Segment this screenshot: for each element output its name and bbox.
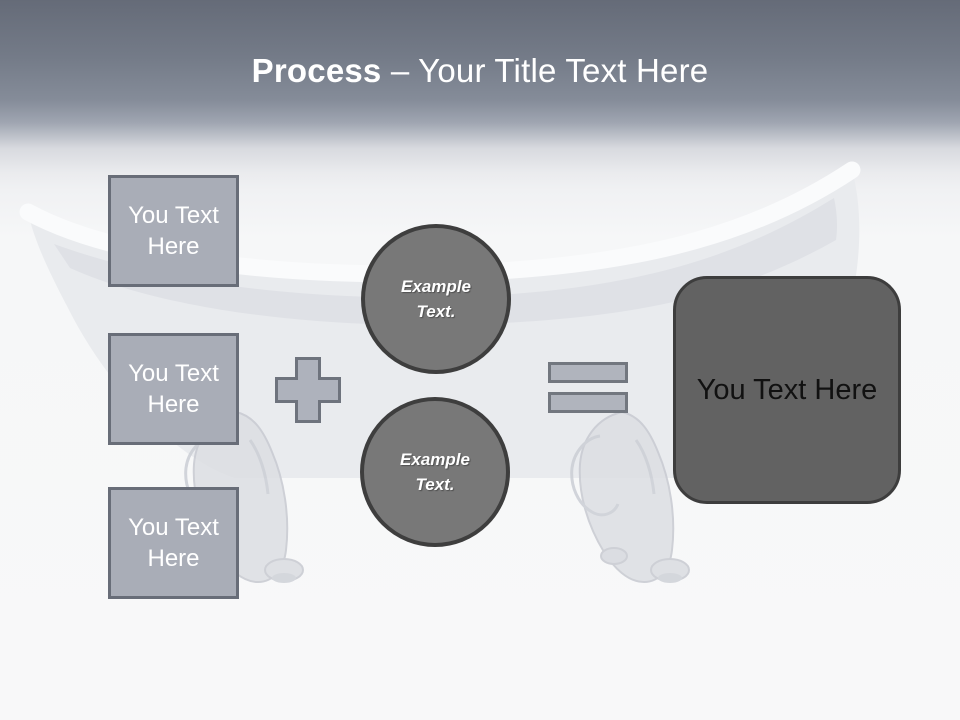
plus-icon xyxy=(275,357,341,423)
input-box-2-label: You Text Here xyxy=(128,360,219,418)
title-bold-text: Process xyxy=(251,52,382,89)
input-box-3: You Text Here xyxy=(108,487,239,599)
input-box-2: You Text Here xyxy=(108,333,239,445)
result-box: You Text Here xyxy=(673,276,901,504)
result-box-label: You Text Here xyxy=(696,373,878,406)
input-box-1-label: You Text Here xyxy=(128,202,219,260)
input-box-3-label: You Text Here xyxy=(128,514,219,572)
example-circle-2-label: Example Text. xyxy=(400,450,470,494)
title-rest-text: – Your Title Text Here xyxy=(381,52,709,89)
equals-icon xyxy=(548,362,628,413)
example-circle-1-label: Example Text. xyxy=(401,277,471,321)
bathtub-right-foot xyxy=(570,410,690,584)
equals-bar xyxy=(548,362,628,383)
equals-bar xyxy=(548,392,628,413)
slide-title: Process – Your Title Text Here xyxy=(0,52,960,90)
example-circle-2: Example Text. xyxy=(360,397,510,547)
example-circle-1: Example Text. xyxy=(361,224,511,374)
input-box-1: You Text Here xyxy=(108,175,239,287)
